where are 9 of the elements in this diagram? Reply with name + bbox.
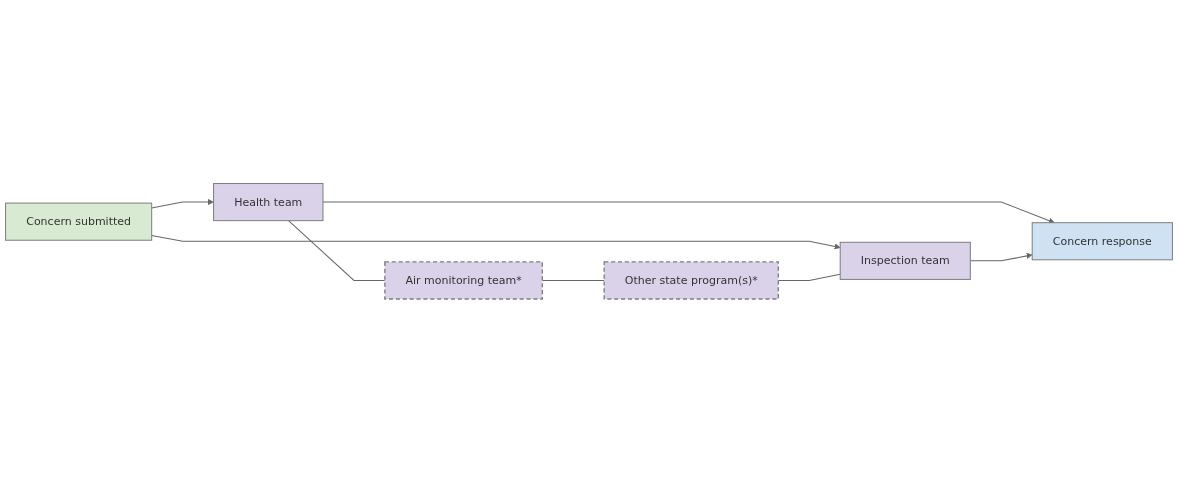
arrow [322,201,1055,224]
node-box: Other state program(s)* [603,260,780,300]
arrow [151,198,214,209]
node-box: Air monitoring team* [384,260,543,300]
arrow [151,234,841,250]
node-box: Concern submitted [5,202,153,241]
node-box: Health team [213,182,324,221]
node-box: Inspection team [839,241,971,280]
node-box: Concern response [1031,221,1173,261]
